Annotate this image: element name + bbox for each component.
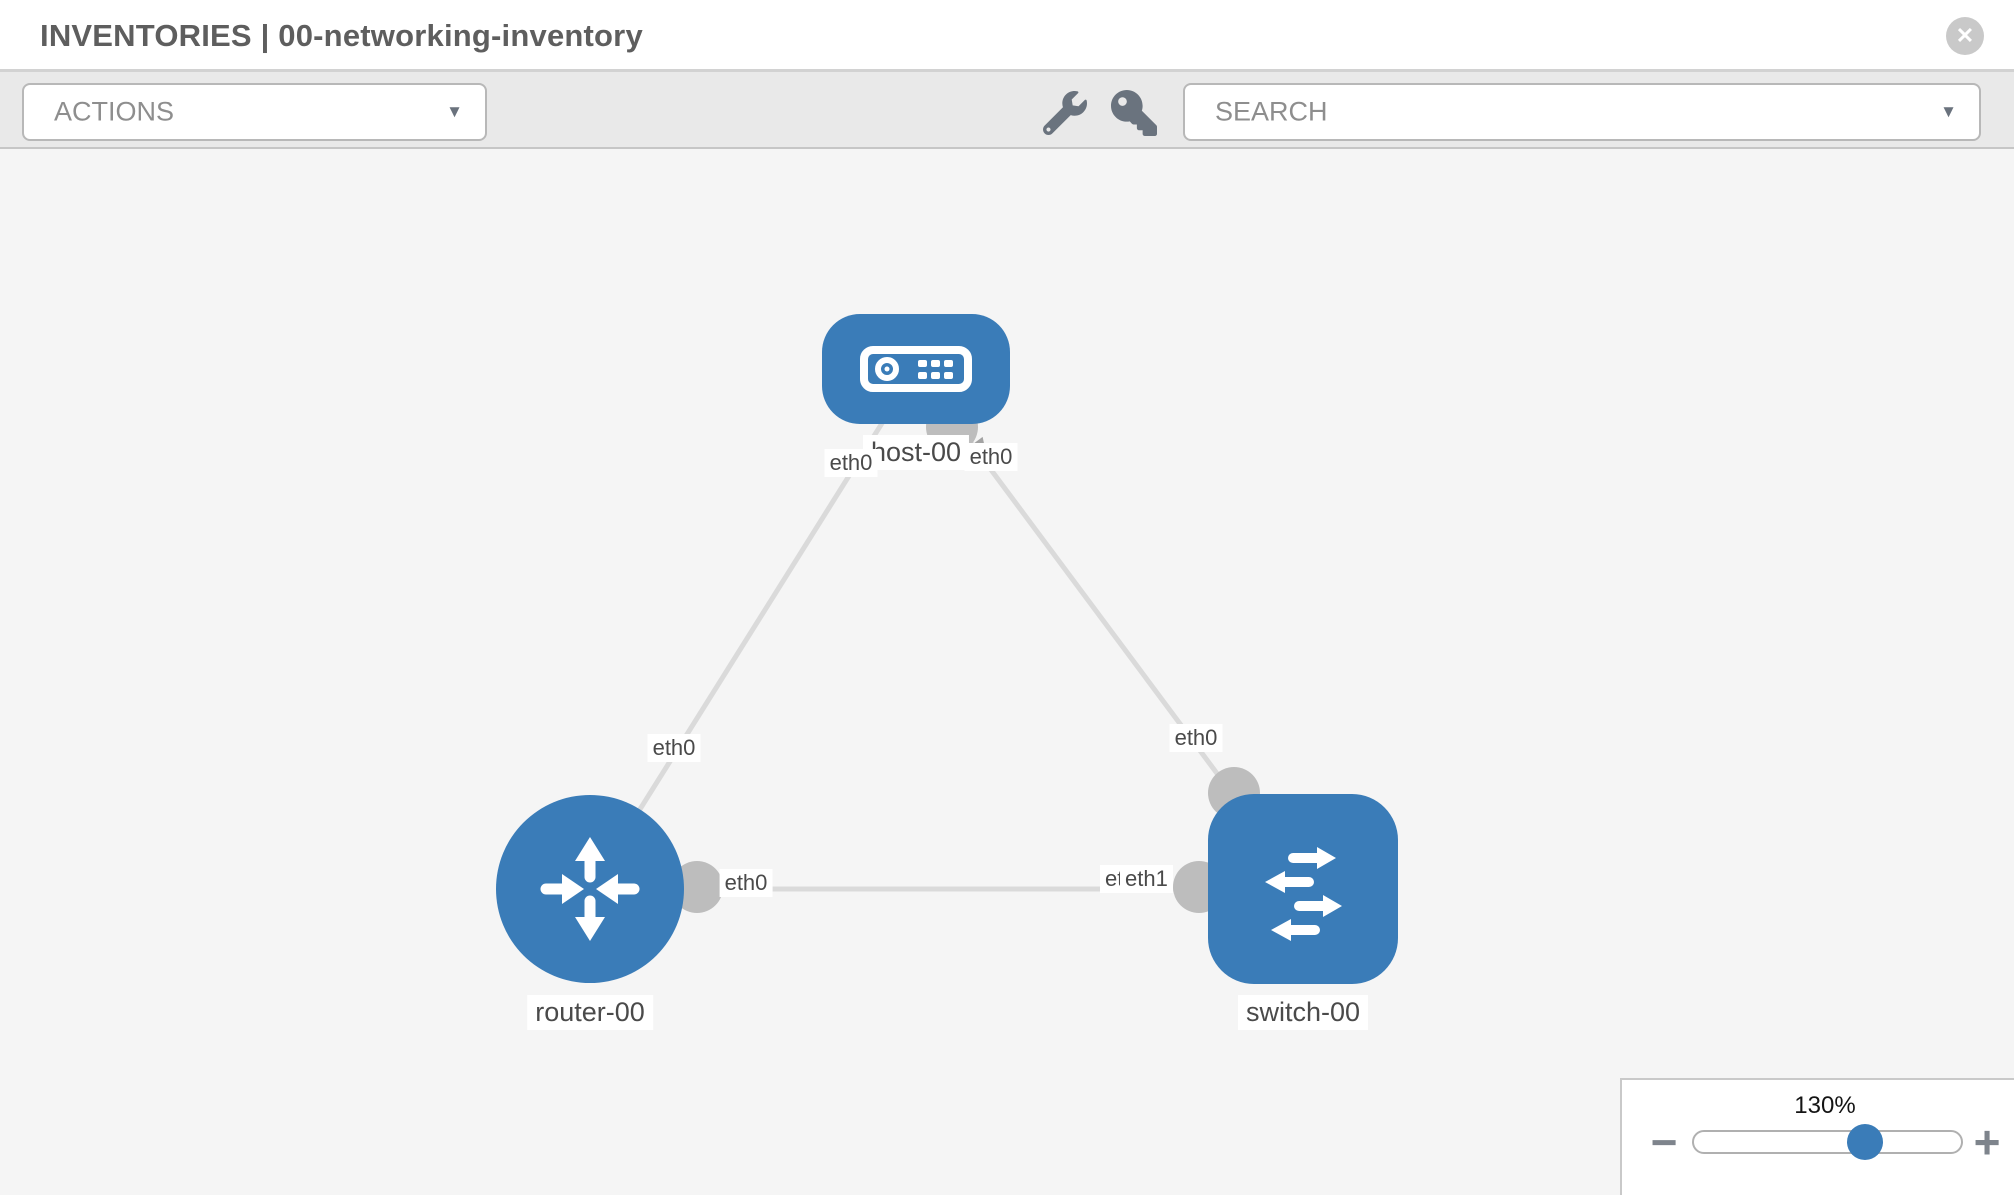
key-icon[interactable]: [1111, 90, 1157, 136]
node-switch-00[interactable]: [1208, 794, 1398, 984]
page-title: INVENTORIES | 00-networking-inventory: [40, 18, 643, 53]
node-label-router: router-00: [527, 995, 653, 1030]
node-host-00[interactable]: [822, 314, 1010, 424]
chevron-down-icon: ▼: [446, 102, 463, 121]
if-label-switch-to-router: eth1: [1120, 865, 1173, 893]
zoom-level-value: 130%: [1794, 1092, 1856, 1119]
if-label-host-to-router: eth0: [824, 449, 878, 477]
node-router-00[interactable]: [496, 795, 684, 983]
switch-icon: [1265, 847, 1342, 941]
interface-dot[interactable]: [671, 861, 723, 913]
search-dropdown-label: SEARCH: [1215, 96, 1328, 127]
toolbar: ACTIONS ▼ SEARCH ▼: [0, 72, 2014, 149]
host-icon: [860, 346, 972, 392]
search-dropdown[interactable]: SEARCH ▼: [1183, 83, 1981, 141]
router-icon: [540, 837, 640, 941]
close-icon[interactable]: ✕: [1946, 17, 1984, 55]
topology-canvas[interactable]: host-00 router-00 switch-00 eth0 eth0 et…: [0, 149, 2014, 1195]
if-label-router-to-host: eth0: [647, 734, 701, 762]
if-label-host-to-switch: eth0: [964, 443, 1018, 471]
node-label-host: host-00: [862, 435, 970, 470]
zoom-panel: 130% − +: [1620, 1078, 2014, 1195]
actions-dropdown-label: ACTIONS: [54, 96, 175, 127]
page-header: INVENTORIES | 00-networking-inventory ✕: [0, 0, 2014, 72]
zoom-out-button[interactable]: −: [1650, 1116, 1678, 1168]
wrench-icon[interactable]: [1043, 91, 1087, 135]
zoom-in-button[interactable]: +: [1973, 1116, 2001, 1168]
actions-dropdown[interactable]: ACTIONS ▼: [22, 83, 487, 141]
if-label-switch-to-host: eth0: [1169, 724, 1223, 752]
zoom-slider-track[interactable]: [1692, 1130, 1963, 1154]
zoom-slider-thumb[interactable]: [1847, 1124, 1883, 1160]
node-label-switch: switch-00: [1237, 995, 1369, 1030]
chevron-down-icon: ▼: [1940, 102, 1957, 121]
links-layer: [587, 367, 1306, 913]
if-label-router-to-switch: eth0: [719, 869, 773, 897]
